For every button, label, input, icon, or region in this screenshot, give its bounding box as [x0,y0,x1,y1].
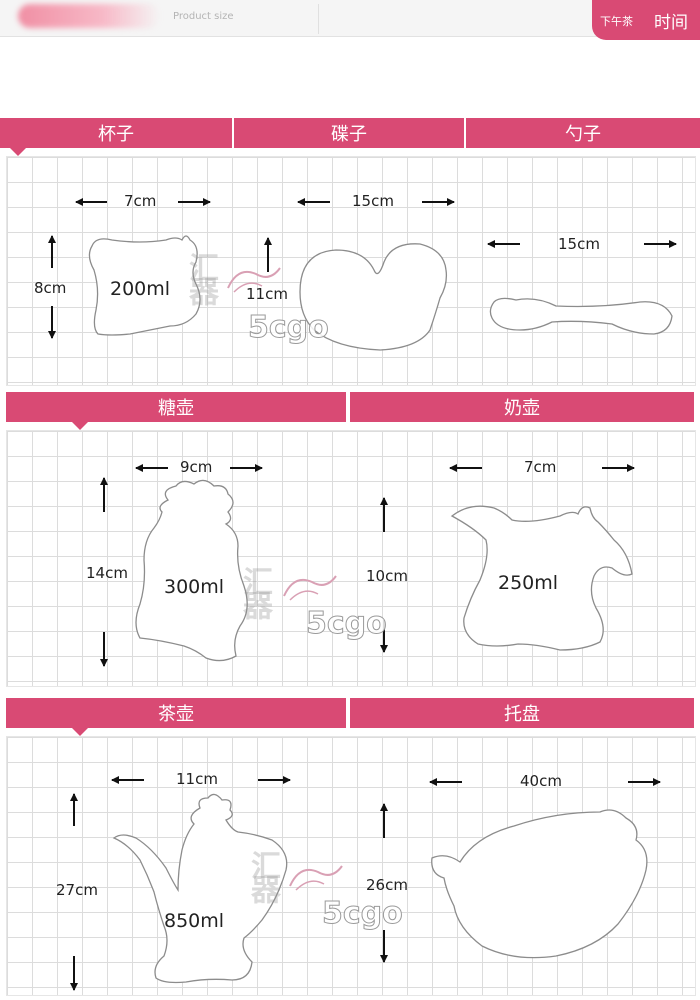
saucer-title: 碟子 [331,124,367,145]
milk-width-label: 7cm [524,458,557,476]
tray-height-label: 26cm [366,876,408,894]
saucer-width-label: 15cm [352,192,394,210]
saucer-title-band: 碟子 [234,118,464,148]
tray-title: 托盘 [504,704,540,725]
watermark-cn-3: 汇器 [245,850,280,898]
tray-width-label: 40cm [520,772,562,790]
cup-volume-label: 200ml [110,278,171,300]
sugar-height-label: 14cm [86,564,128,582]
cup-title-band: 杯子 [0,118,232,148]
sugar-width-label: 9cm [180,458,213,476]
teapot-title-band: 茶壶 [6,698,346,728]
sugar-volume-label: 300ml [164,576,225,598]
watermark-en-2: 5cgo [306,606,388,642]
watermark-en-1: 5cgo [248,310,330,346]
watermark-swirl-2 [283,575,337,601]
milk-height-label: 10cm [366,567,408,585]
cup-title: 杯子 [98,124,134,145]
watermark-cn-1: 汇器 [183,252,218,300]
brand-large-text: 时间 [654,13,688,33]
sugar-band-pointer [72,422,88,430]
milk-pot-title-band: 奶壶 [350,392,694,422]
milk-pot-outline [450,505,633,651]
cup-height-label: 8cm [34,279,67,297]
spoon-width-label: 15cm [558,235,600,253]
brand-small-text: 下午茶 [600,15,633,28]
teapot-width-label: 11cm [176,770,218,788]
header-divider [318,4,319,34]
tray-title-band: 托盘 [350,698,694,728]
sugar-pot-outline [135,479,248,662]
teapot-title: 茶壶 [158,704,194,725]
saucer-outline [299,243,448,351]
watermark-swirl-1 [227,267,281,293]
teapot-outline [112,793,288,984]
saucer-height-label: 11cm [246,285,288,303]
teapot-height-label: 27cm [56,881,98,899]
cup-band-pointer [10,148,26,156]
brand-badge: 下午茶 时间 [592,0,700,40]
product-size-label: Product size [173,11,234,22]
tray-outline [431,809,648,959]
top-bar: Product size [0,0,700,37]
teapot-band-pointer [72,728,88,736]
blurred-logo [18,4,160,28]
sugar-pot-title: 糖壶 [158,398,194,419]
spoon-outline [489,297,673,335]
cup-width-label: 7cm [124,192,157,210]
teapot-volume-label: 850ml [164,910,225,932]
spoon-title: 勺子 [565,124,601,145]
spoon-title-band: 勺子 [466,118,700,148]
milk-volume-label: 250ml [498,572,559,594]
milk-pot-title: 奶壶 [504,398,540,419]
cup-outline [88,235,201,336]
sugar-pot-title-band: 糖壶 [6,392,346,422]
watermark-cn-2: 汇器 [237,566,272,614]
watermark-swirl-3 [289,865,343,891]
watermark-en-3: 5cgo [322,896,404,932]
